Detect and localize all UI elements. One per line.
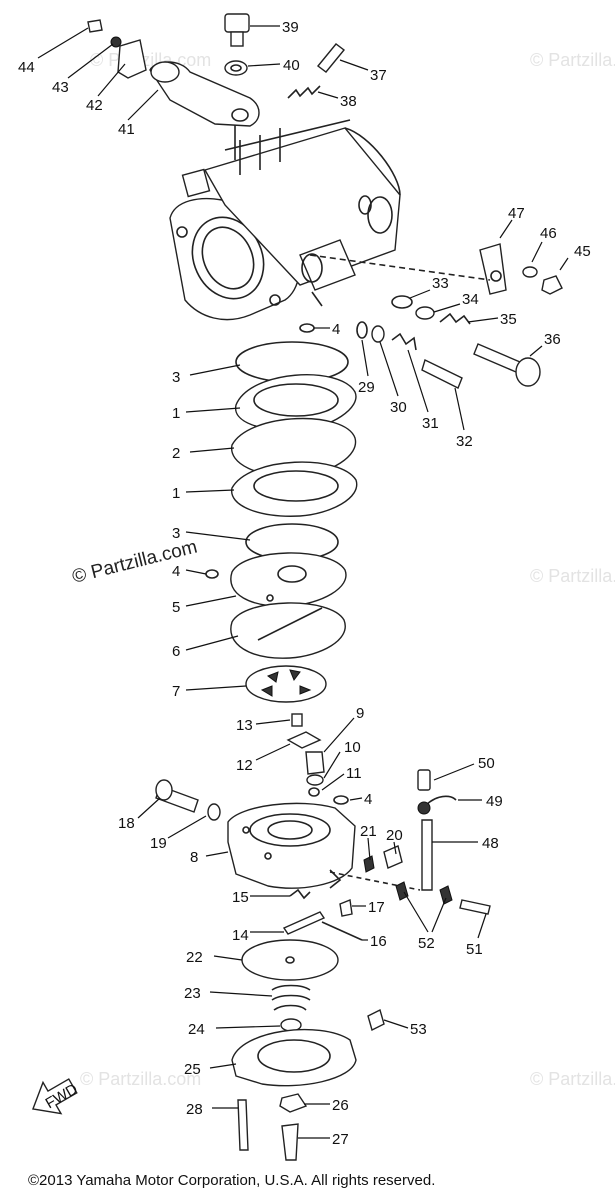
part-label-24: 24 <box>188 1021 205 1038</box>
watermark-bottom-left: © Partzilla.com <box>80 1069 201 1089</box>
part-label-33: 33 <box>432 275 449 292</box>
part-label-40: 40 <box>283 57 300 74</box>
part-label-27: 27 <box>332 1131 349 1148</box>
part-label-29: 29 <box>358 379 375 396</box>
part-label-34: 34 <box>462 291 479 308</box>
part-label-45: 45 <box>574 243 591 260</box>
part-label-19: 19 <box>150 835 167 852</box>
part-label-23: 23 <box>184 985 201 1002</box>
lower-small-parts <box>155 713 457 891</box>
part-label-36: 36 <box>544 331 561 348</box>
part-label-3b: 3 <box>172 525 180 542</box>
part-label-28: 28 <box>186 1101 203 1118</box>
part-label-1a: 1 <box>172 405 180 422</box>
part-label-7: 7 <box>172 683 180 700</box>
part-label-50: 50 <box>478 755 495 772</box>
part-label-18: 18 <box>118 815 135 832</box>
part-label-38: 38 <box>340 93 357 110</box>
part-label-4a: 4 <box>332 321 340 338</box>
part-label-49: 49 <box>486 793 503 810</box>
watermark-top-right: © Partzilla.com <box>530 50 615 70</box>
part-label-43: 43 <box>52 79 69 96</box>
part-label-32: 32 <box>456 433 473 450</box>
part-label-8: 8 <box>190 849 198 866</box>
part-label-10: 10 <box>344 739 361 756</box>
part-label-35: 35 <box>500 311 517 328</box>
part-label-20: 20 <box>386 827 403 844</box>
part-label-16: 16 <box>370 933 387 950</box>
part-label-11: 11 <box>346 765 362 782</box>
part-label-4b: 4 <box>172 563 180 580</box>
part-label-5: 5 <box>172 599 180 616</box>
part-label-39: 39 <box>282 19 299 36</box>
copyright-notice: ©2013 Yamaha Motor Corporation, U.S.A. A… <box>28 1172 436 1189</box>
part-label-3a: 3 <box>172 369 180 386</box>
part-label-37: 37 <box>370 67 387 84</box>
part-label-4c: 4 <box>364 791 372 808</box>
part-label-47: 47 <box>508 205 525 222</box>
right-side-parts <box>309 243 563 389</box>
part-label-22: 22 <box>186 949 203 966</box>
leader-lines <box>37 25 569 1139</box>
part-label-12: 12 <box>236 757 253 774</box>
fwd-arrow: FWD <box>31 1078 81 1115</box>
part-labels: 44 43 42 41 39 40 37 38 47 46 45 33 34 3… <box>18 19 591 1148</box>
part-label-48: 48 <box>482 835 499 852</box>
part-label-1b: 1 <box>172 485 180 502</box>
part-label-46: 46 <box>540 225 557 242</box>
part-label-14: 14 <box>232 927 249 944</box>
part-label-42: 42 <box>86 97 103 114</box>
part-label-25: 25 <box>184 1061 201 1078</box>
part-label-52: 52 <box>418 935 435 952</box>
part-label-41: 41 <box>118 121 135 138</box>
top-small-parts <box>87 13 346 160</box>
carburetor-body <box>169 119 401 321</box>
part-label-53: 53 <box>410 1021 427 1038</box>
part-label-9: 9 <box>356 705 364 722</box>
part-label-17: 17 <box>368 899 385 916</box>
lower-body <box>227 802 491 1161</box>
part-label-6: 6 <box>172 643 180 660</box>
watermark-bottom-right: © Partzilla.com <box>530 1069 615 1089</box>
part-label-13: 13 <box>236 717 253 734</box>
part-label-31: 31 <box>422 415 439 432</box>
watermark-mid-right: © Partzilla.com <box>530 566 615 586</box>
part-label-15: 15 <box>232 889 249 906</box>
watermark-top-left: © Partzilla.com <box>90 50 211 70</box>
gasket-stack <box>205 323 358 703</box>
part-label-2: 2 <box>172 445 180 462</box>
part-label-44: 44 <box>18 59 35 76</box>
part-label-26: 26 <box>332 1097 349 1114</box>
part-label-21: 21 <box>360 823 377 840</box>
part-label-30: 30 <box>390 399 407 416</box>
part-label-51: 51 <box>466 941 483 958</box>
